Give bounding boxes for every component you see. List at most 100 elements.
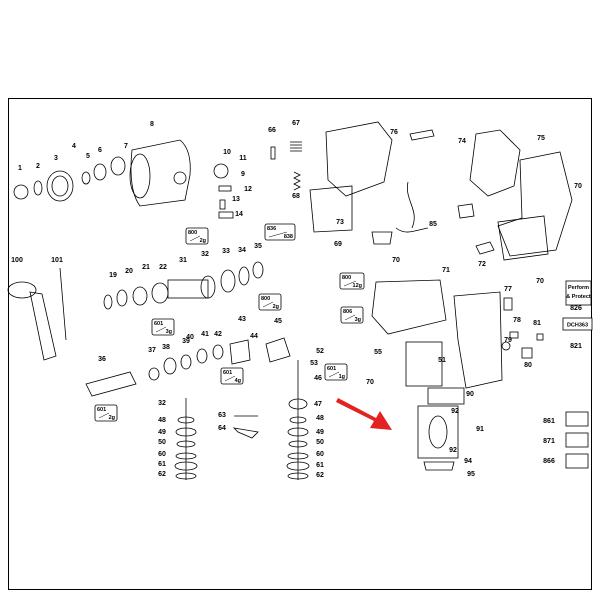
callout-46: 46 <box>314 375 322 382</box>
callout-71: 71 <box>442 267 450 274</box>
callout-63: 63 <box>218 412 226 419</box>
callout-52: 52 <box>316 348 324 355</box>
kit-tag-sub: 3g <box>355 317 361 323</box>
callout-76: 76 <box>390 129 398 136</box>
callout-34: 34 <box>238 247 246 254</box>
callout-70: 70 <box>574 183 582 190</box>
callout-100: 100 <box>11 257 23 264</box>
callout-62: 62 <box>158 471 166 478</box>
callout-48: 48 <box>158 417 166 424</box>
callout-70: 70 <box>392 257 400 264</box>
callout-79: 79 <box>504 337 512 344</box>
kit-tag-sub: 3g <box>166 329 172 335</box>
callout-2: 2 <box>36 163 40 170</box>
callout-19: 19 <box>109 272 117 279</box>
callout-92: 92 <box>451 408 459 415</box>
callout-8: 8 <box>150 121 154 128</box>
callout-14: 14 <box>235 211 243 218</box>
callout-48: 48 <box>316 415 324 422</box>
info-box-label: DCH363 <box>567 323 588 329</box>
callout-60: 60 <box>158 451 166 458</box>
callout-55: 55 <box>374 349 382 356</box>
callout-38: 38 <box>162 344 170 351</box>
callout-91: 91 <box>476 426 484 433</box>
callout-32: 32 <box>201 251 209 258</box>
callout-7: 7 <box>124 143 128 150</box>
callout-6: 6 <box>98 147 102 154</box>
callout-4: 4 <box>72 143 76 150</box>
callout-61: 61 <box>158 461 166 468</box>
callout-13: 13 <box>232 196 240 203</box>
callout-60: 60 <box>316 451 324 458</box>
kit-tag-sub: 4g <box>235 378 241 384</box>
callout-101: 101 <box>51 257 63 264</box>
callout-826: 826 <box>570 305 582 312</box>
callout-35: 35 <box>254 243 262 250</box>
callout-5: 5 <box>86 153 90 160</box>
callout-22: 22 <box>159 264 167 271</box>
kit-tag-label: 806 <box>343 309 352 315</box>
kit-tag-sub: 2g <box>273 304 279 310</box>
kit-tag-sub: 12g <box>353 283 362 289</box>
callout-49: 49 <box>316 429 324 436</box>
kit-tag-label: 601 <box>97 407 106 413</box>
callout-49: 49 <box>158 429 166 436</box>
callout-31: 31 <box>179 257 187 264</box>
kit-tag-sub: 2g <box>200 238 206 244</box>
info-box-line: & Protect <box>566 294 591 300</box>
kit-tag-label: 800 <box>188 230 197 236</box>
callout-21: 21 <box>142 264 150 271</box>
callout-95: 95 <box>467 471 475 478</box>
kit-tag-label: 601 <box>154 321 163 327</box>
callout-36: 36 <box>98 356 106 363</box>
callout-3: 3 <box>54 155 58 162</box>
callout-40: 40 <box>186 334 194 341</box>
kit-tag-label: 601 <box>327 366 336 372</box>
kit-tag-sub: 1g <box>339 374 345 380</box>
callout-64: 64 <box>218 425 226 432</box>
callout-70: 70 <box>536 278 544 285</box>
callout-37: 37 <box>148 347 156 354</box>
callout-74: 74 <box>458 138 466 145</box>
callout-861: 861 <box>543 418 555 425</box>
diagram-frame <box>8 98 592 590</box>
part-drawings <box>7 121 589 480</box>
callout-80: 80 <box>524 362 532 369</box>
callout-61: 61 <box>316 462 324 469</box>
callout-10: 10 <box>223 149 231 156</box>
callout-12: 12 <box>244 186 252 193</box>
kit-tag-label: 601 <box>223 370 232 376</box>
callout-51: 51 <box>438 357 446 364</box>
callout-75: 75 <box>537 135 545 142</box>
callout-94: 94 <box>464 458 472 465</box>
callout-50: 50 <box>158 439 166 446</box>
info-box: DCH363 <box>562 317 593 331</box>
callout-866: 866 <box>543 458 555 465</box>
callout-69: 69 <box>334 241 342 248</box>
callout-81: 81 <box>533 320 541 327</box>
info-box: Perform & Protect <box>565 280 592 306</box>
callout-45: 45 <box>274 318 282 325</box>
info-box-line: Perform <box>568 285 589 291</box>
callout-90: 90 <box>466 391 474 398</box>
callout-821: 821 <box>570 343 582 350</box>
callout-32: 32 <box>158 400 166 407</box>
kit-tag-sub: 2g <box>109 415 115 421</box>
callout-66: 66 <box>268 127 276 134</box>
kit-tag-sub: 838 <box>284 234 293 240</box>
callout-77: 77 <box>504 286 512 293</box>
callout-43: 43 <box>238 316 246 323</box>
callout-68: 68 <box>292 193 300 200</box>
callout-50: 50 <box>316 439 324 446</box>
callout-53: 53 <box>310 360 318 367</box>
